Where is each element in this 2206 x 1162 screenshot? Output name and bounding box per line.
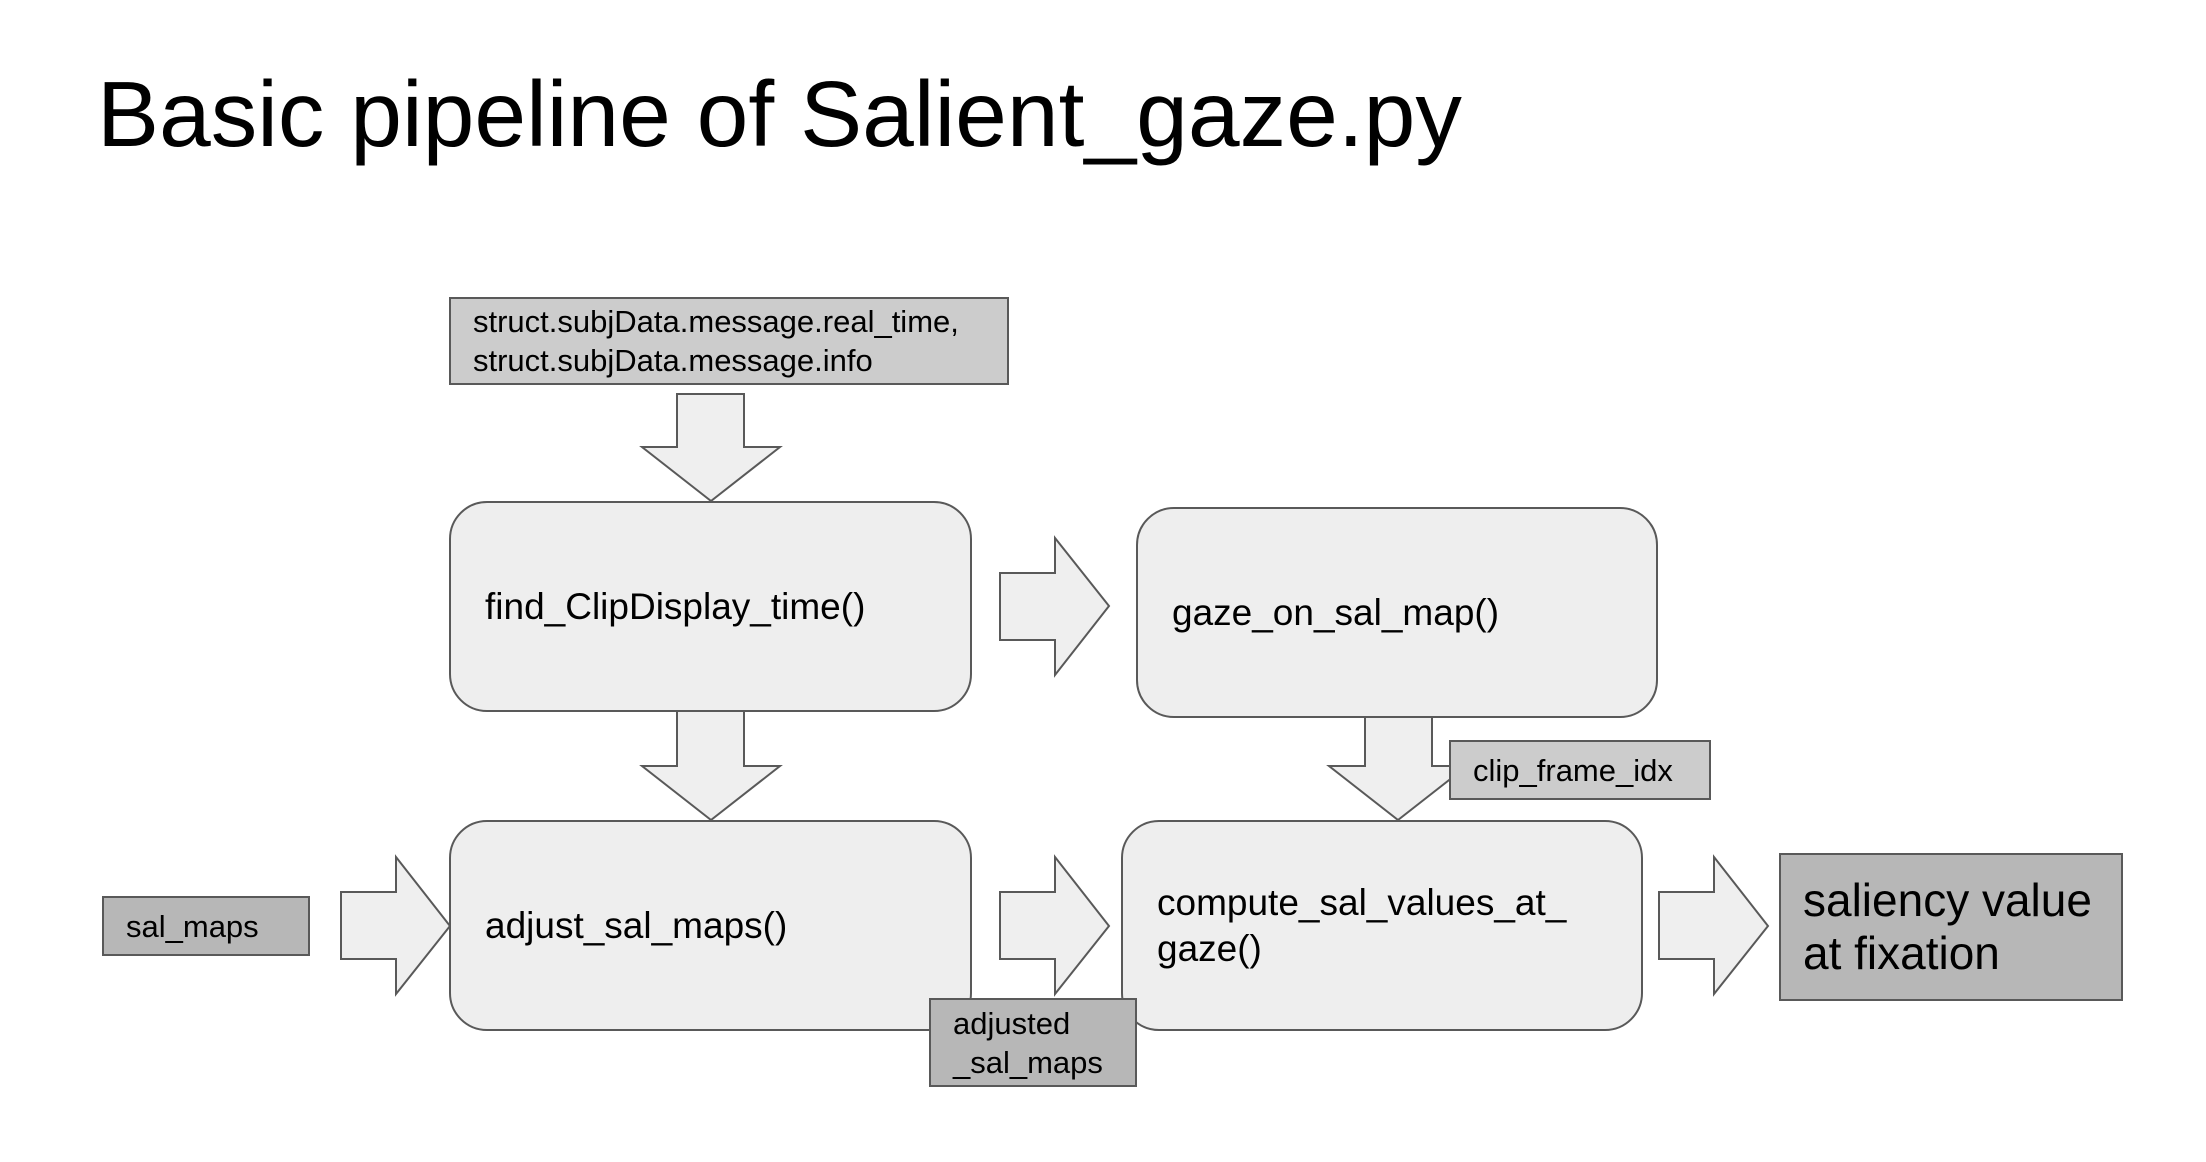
message-input-label: struct.subjData.message.real_time, struc… <box>473 304 959 378</box>
clip-frame-idx-label: clip_frame_idx <box>1473 752 1673 788</box>
adjusted-sal-maps-tag: adjusted _sal_maps <box>929 998 1137 1087</box>
saliency-result-box: saliency value at fixation <box>1779 853 2123 1001</box>
adjusted-sal-maps-label: adjusted _sal_maps <box>953 1005 1103 1080</box>
saliency-result-label: saliency value at fixation <box>1803 874 2092 979</box>
gaze-on-sal-map-label: gaze_on_sal_map() <box>1172 591 1500 633</box>
arrow-right-icon <box>1658 854 1770 997</box>
find-clip-display-time-label: find_ClipDisplay_time() <box>485 585 866 627</box>
compute-sal-values-label: compute_sal_values_at_ gaze() <box>1157 881 1567 969</box>
page-title: Basic pipeline of Salient_gaze.py <box>97 62 1462 166</box>
arrow-down-icon <box>639 393 783 503</box>
message-input-tag: struct.subjData.message.real_time, struc… <box>449 297 1009 385</box>
sal-maps-input-label: sal_maps <box>126 908 259 944</box>
compute-sal-values-node: compute_sal_values_at_ gaze() <box>1121 820 1643 1031</box>
arrow-down-icon <box>639 710 783 822</box>
adjust-sal-maps-label: adjust_sal_maps() <box>485 904 788 946</box>
gaze-on-sal-map-node: gaze_on_sal_map() <box>1136 507 1658 718</box>
arrow-down-icon <box>1326 711 1470 822</box>
arrow-right-icon <box>999 535 1111 678</box>
clip-frame-idx-tag: clip_frame_idx <box>1449 740 1711 800</box>
arrow-right-icon <box>999 854 1111 997</box>
sal-maps-input-tag: sal_maps <box>102 896 310 956</box>
adjust-sal-maps-node: adjust_sal_maps() <box>449 820 972 1031</box>
arrow-right-icon <box>340 854 452 997</box>
find-clip-display-time-node: find_ClipDisplay_time() <box>449 501 972 712</box>
